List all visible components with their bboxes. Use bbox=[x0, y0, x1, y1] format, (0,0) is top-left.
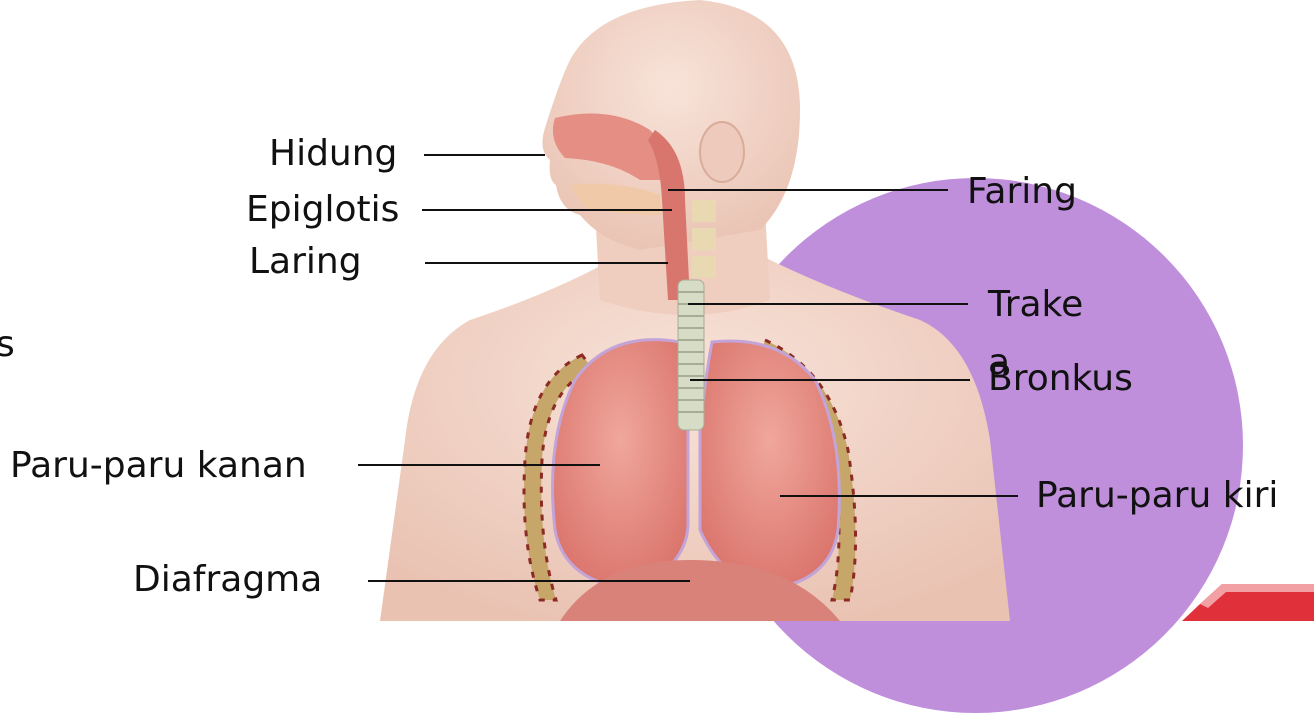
label-epiglotis: Epiglotis bbox=[246, 192, 399, 228]
label-laring: Laring bbox=[249, 244, 362, 280]
label-paru-kanan: Paru-paru kanan bbox=[10, 448, 307, 484]
corner-accent bbox=[1182, 584, 1314, 621]
label-hidung: Hidung bbox=[269, 136, 397, 172]
spine-mid bbox=[692, 228, 716, 250]
label-diafragma: Diafragma bbox=[133, 562, 322, 598]
spine-top bbox=[692, 200, 716, 222]
ear bbox=[700, 122, 744, 182]
trachea bbox=[678, 280, 704, 430]
label-trakea-line1: Trake bbox=[988, 287, 1083, 323]
label-paru-kiri: Paru-paru kiri bbox=[1036, 478, 1278, 514]
respiratory-diagram: Hidung Epiglotis Laring Faring Trake a B… bbox=[0, 0, 1314, 621]
anatomy-illustration bbox=[0, 0, 1314, 621]
label-edge-fragment: s bbox=[0, 327, 15, 363]
label-faring: Faring bbox=[967, 174, 1077, 210]
label-bronkus: Bronkus bbox=[988, 361, 1133, 397]
spine-low bbox=[692, 256, 716, 278]
